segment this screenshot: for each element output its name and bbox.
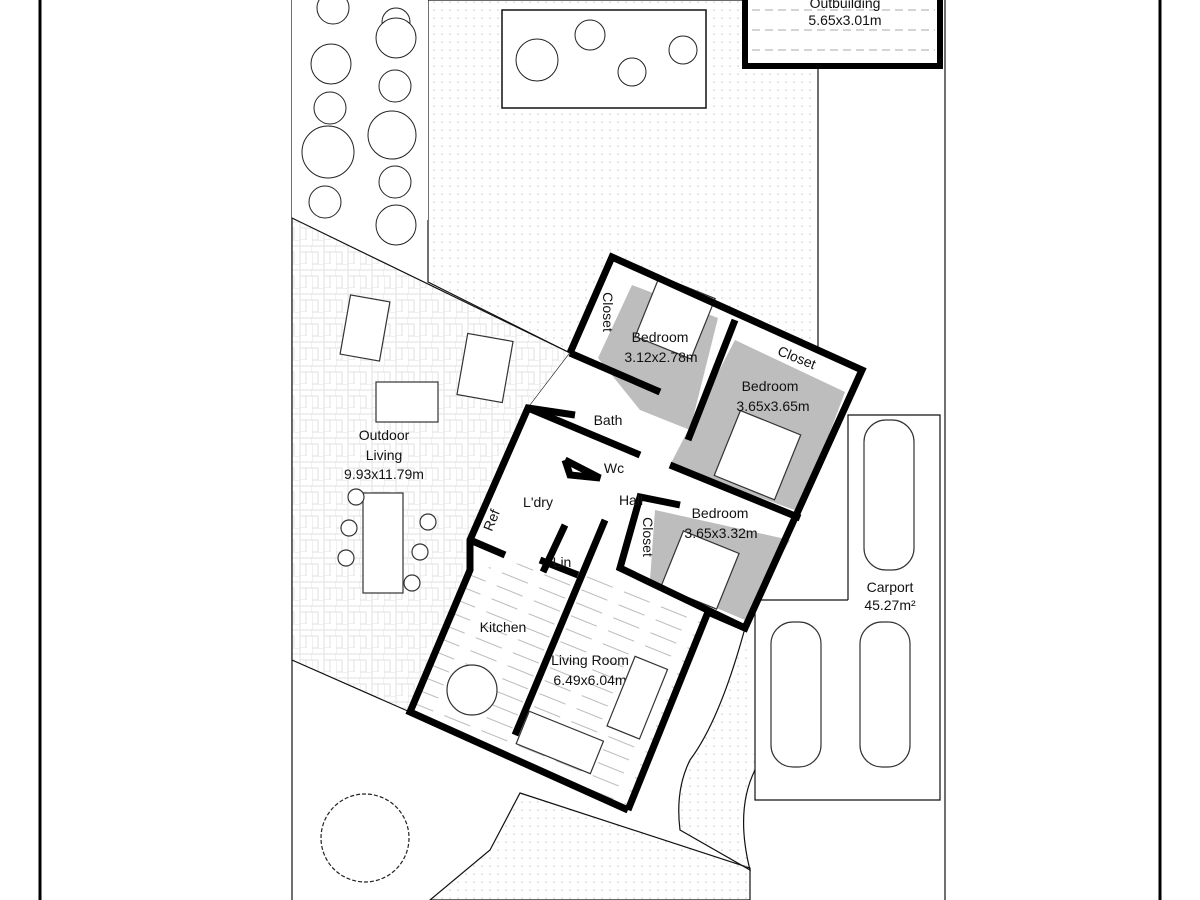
outdoor-furniture xyxy=(337,294,514,594)
bedroom3-size: 3.65x3.32m xyxy=(684,525,757,541)
living-room-size: 6.49x6.04m xyxy=(553,672,626,688)
bedroom2-label: Bedroom xyxy=(742,378,799,394)
carport-label: Carport xyxy=(867,579,914,595)
carport: Carport 45.27m² xyxy=(754,414,941,801)
garden-plants xyxy=(301,0,417,246)
planter-plants xyxy=(515,19,698,87)
hall-label: Hall xyxy=(619,492,643,508)
driveway-curve xyxy=(678,627,756,872)
laundry-label: L'dry xyxy=(523,494,553,510)
outdoor-living-size: 9.93x11.79m xyxy=(344,466,424,482)
closet1-label: Closet xyxy=(600,292,616,332)
bedroom3-label: Bedroom xyxy=(692,505,749,521)
outbuilding: Outbuilding 5.65x3.01m xyxy=(742,0,943,69)
closet3-label: Closet xyxy=(640,517,656,557)
bath-label: Bath xyxy=(594,412,623,428)
outdoor-living-label-1: Outdoor xyxy=(359,427,410,443)
house xyxy=(405,252,867,814)
front-lawn xyxy=(429,792,751,900)
bedroom1-label: Bedroom xyxy=(632,329,689,345)
outbuilding-size: 5.65x3.01m xyxy=(808,12,881,28)
bedroom1-size: 3.12x2.78m xyxy=(624,349,697,365)
outbuilding-label: Outbuilding xyxy=(810,0,881,11)
outdoor-living-label-2: Living xyxy=(366,447,403,463)
linen-label: Lin xyxy=(553,554,572,570)
tree xyxy=(320,793,410,883)
carport-size: 45.27m² xyxy=(864,597,916,613)
living-room-label: Living Room xyxy=(551,652,629,668)
ref-label: Ref xyxy=(480,507,503,533)
bedroom2-size: 3.65x3.65m xyxy=(736,398,809,414)
kitchen-label: Kitchen xyxy=(480,619,527,635)
living-furniture xyxy=(446,655,669,775)
wc-label: Wc xyxy=(604,460,624,476)
